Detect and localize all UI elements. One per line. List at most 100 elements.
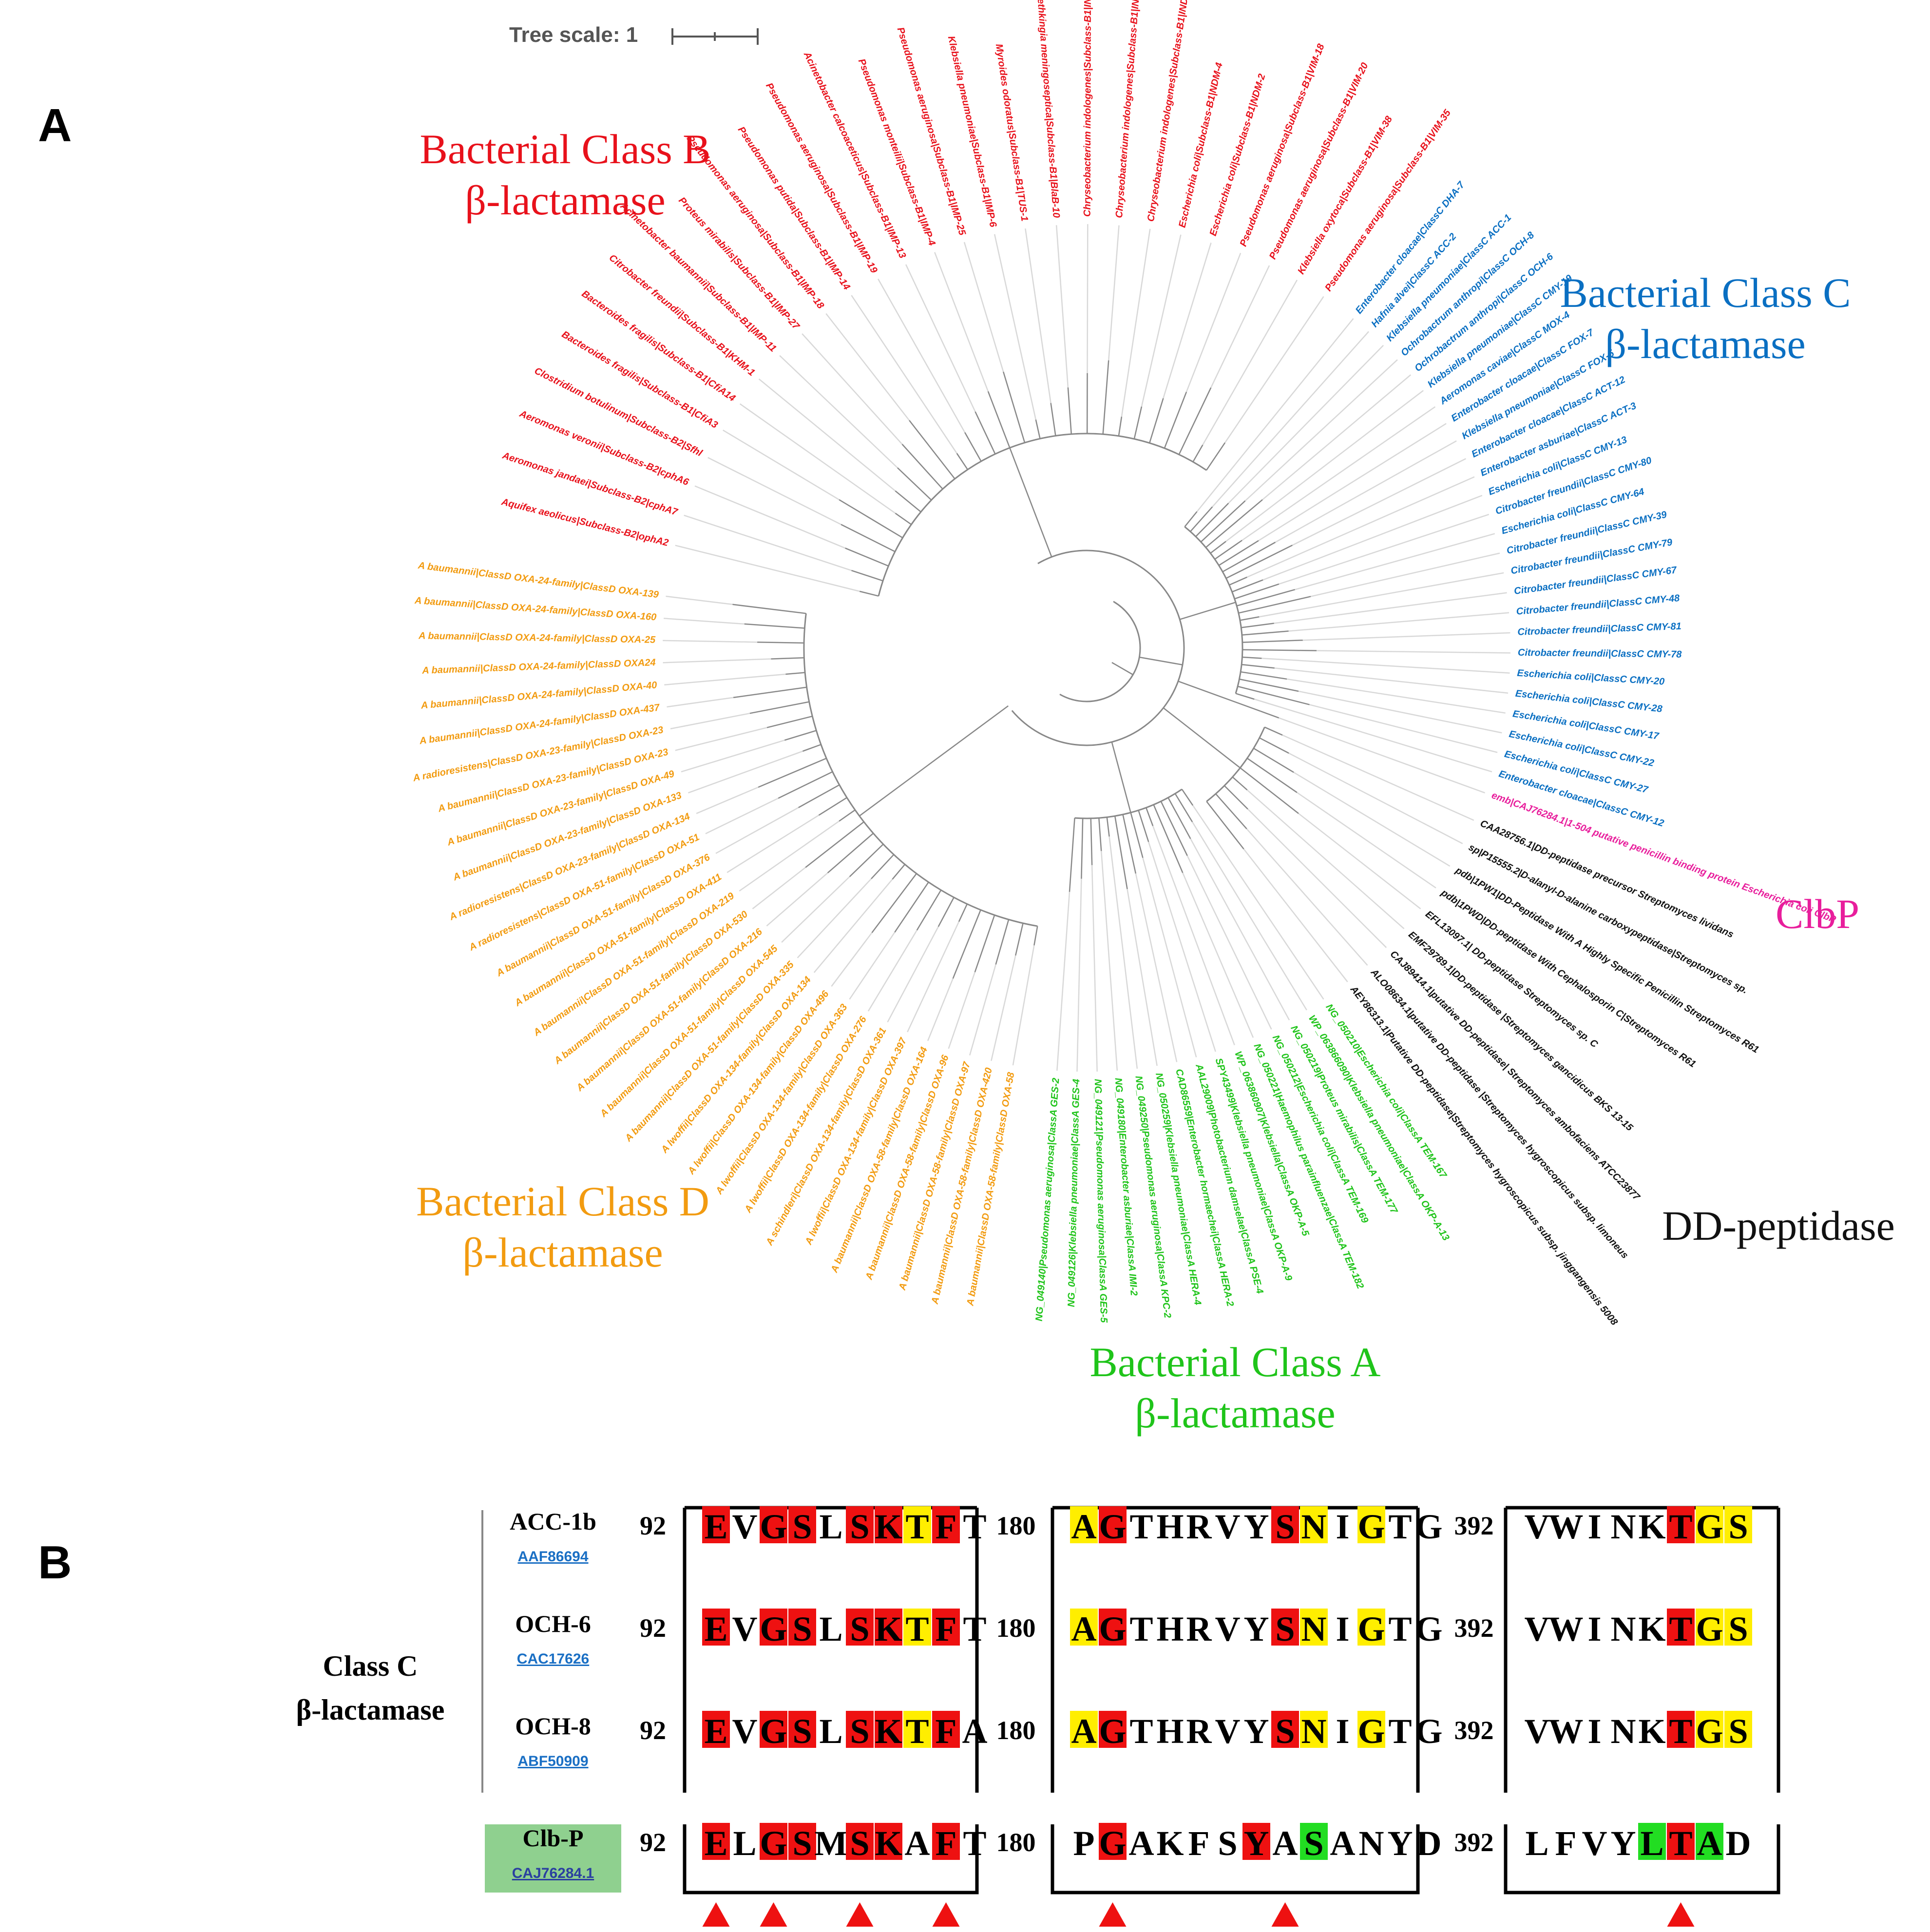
motif-start-position: 392 [1454, 1828, 1494, 1857]
residue: D [1726, 1824, 1751, 1863]
residue: I [1587, 1610, 1601, 1648]
tree-branch [1206, 442, 1226, 471]
residue: N [1611, 1712, 1636, 1751]
tree-branch [1138, 810, 1149, 842]
tree-branch [1185, 253, 1242, 393]
tree-branch [1244, 359, 1398, 502]
residue: G [1357, 1712, 1385, 1751]
residue: T [905, 1712, 929, 1751]
residue: A [1071, 1507, 1097, 1546]
residue-highlight [760, 1823, 787, 1860]
leaf-label-class-c: Klebsiella pneumoniae|ClassC ACC-1 [1384, 212, 1513, 344]
accession-link[interactable]: CAC17626 [517, 1651, 589, 1667]
leaf-label-class-c: Escherichia coli|ClassC CMY-28 [1515, 688, 1663, 715]
tree-branch [1160, 801, 1188, 856]
tree-branch [1133, 406, 1143, 439]
residue: W [1548, 1610, 1584, 1648]
tree-branch [1264, 726, 1283, 736]
residue: S [1275, 1712, 1295, 1751]
residue: G [1415, 1507, 1442, 1546]
residue: F [936, 1610, 957, 1648]
residue: H [1156, 1610, 1184, 1648]
residue: T [963, 1507, 986, 1546]
residue-highlight [1638, 1823, 1666, 1860]
tree-branch [871, 873, 917, 933]
leaf-label-class-c: Citrobacter freundii|ClassC CMY-48 [1516, 593, 1681, 617]
accession-link[interactable]: AAF86694 [517, 1549, 588, 1565]
tree-branch [1242, 639, 1303, 643]
residue: E [704, 1712, 727, 1751]
label-class-b-line2: β-lactamase [465, 177, 665, 224]
accession-link[interactable]: ABF50909 [517, 1753, 588, 1769]
residue-highlight [1070, 1711, 1098, 1748]
residue: P [1073, 1824, 1095, 1863]
tree-branch [684, 514, 852, 571]
residue-highlight [1300, 1506, 1328, 1543]
tree-branch [1098, 817, 1102, 851]
residue: F [1188, 1824, 1210, 1863]
residue: V [732, 1507, 758, 1546]
tree-branch [663, 640, 758, 643]
residue: T [905, 1610, 929, 1648]
tree-branch [934, 252, 989, 392]
tree-branch [958, 904, 968, 922]
tree-branch [784, 730, 817, 741]
residue: V [1215, 1712, 1241, 1751]
residue-highlight [932, 1609, 960, 1646]
tree-branch [1274, 592, 1507, 624]
conserved-site-marker [1667, 1902, 1695, 1927]
tree-branch [664, 673, 786, 686]
residue: N [1301, 1712, 1327, 1751]
residue: S [1728, 1712, 1748, 1751]
tree-branch [1106, 817, 1110, 837]
residue: L [819, 1712, 842, 1751]
residue-highlight [1667, 1506, 1695, 1543]
tree-branch [892, 864, 906, 880]
residue: M [815, 1824, 848, 1863]
tree-branch [771, 657, 804, 660]
residue-highlight [903, 1506, 931, 1543]
residue: G [1696, 1610, 1723, 1648]
residue: K [875, 1610, 902, 1648]
residue: V [1525, 1712, 1550, 1751]
tree-branch [948, 972, 975, 1049]
residue: K [1156, 1824, 1184, 1863]
residue-highlight [702, 1823, 730, 1860]
leaf-label-class-d: A baumannii|ClassD OXA-24-family|ClassD … [421, 657, 656, 676]
tree-branch-arc [1011, 549, 1185, 746]
residue-highlight [1099, 1711, 1127, 1748]
accession-link[interactable]: CAJ76284.1 [512, 1865, 594, 1881]
residue-highlight [1070, 1506, 1098, 1543]
tree-branch [798, 784, 840, 808]
tree-branch [895, 512, 912, 525]
tree-branch [1081, 818, 1084, 879]
residue: T [1129, 1610, 1153, 1648]
residue: G [760, 1507, 787, 1546]
residue-highlight [788, 1506, 816, 1543]
conserved-site-marker [932, 1902, 960, 1927]
tree-branch [715, 807, 799, 854]
leaf-label-dd: pdb|1PW1|DD-Peptidase With A Highly Spec… [1453, 865, 1760, 1055]
residue: T [963, 1824, 986, 1863]
tree-branch [867, 929, 917, 1012]
tree-branch [1260, 710, 1280, 719]
tree-branch [1163, 707, 1241, 769]
residue: T [1388, 1507, 1412, 1546]
tree-branch [1274, 667, 1509, 694]
tree-branch [1242, 649, 1317, 651]
tree-branch [1309, 704, 1498, 753]
motif-start-position: 180 [996, 1716, 1036, 1745]
protein-name: OCH-8 [515, 1712, 591, 1740]
tree-branch [1242, 630, 1289, 636]
tree-branch [845, 548, 889, 567]
tree-branch [901, 444, 943, 490]
tree-branch [1179, 602, 1236, 620]
leaf-label-class-b: Chryseobacterium indologenes|Subclass-B1… [1082, 0, 1093, 217]
tree-branch [1174, 793, 1193, 822]
tree-branch [895, 490, 921, 512]
residue: S [1728, 1610, 1748, 1648]
tree-branch [766, 716, 813, 728]
residue-highlight [1357, 1609, 1385, 1646]
tree-branch [1298, 690, 1502, 734]
tree-branch [1163, 242, 1212, 398]
